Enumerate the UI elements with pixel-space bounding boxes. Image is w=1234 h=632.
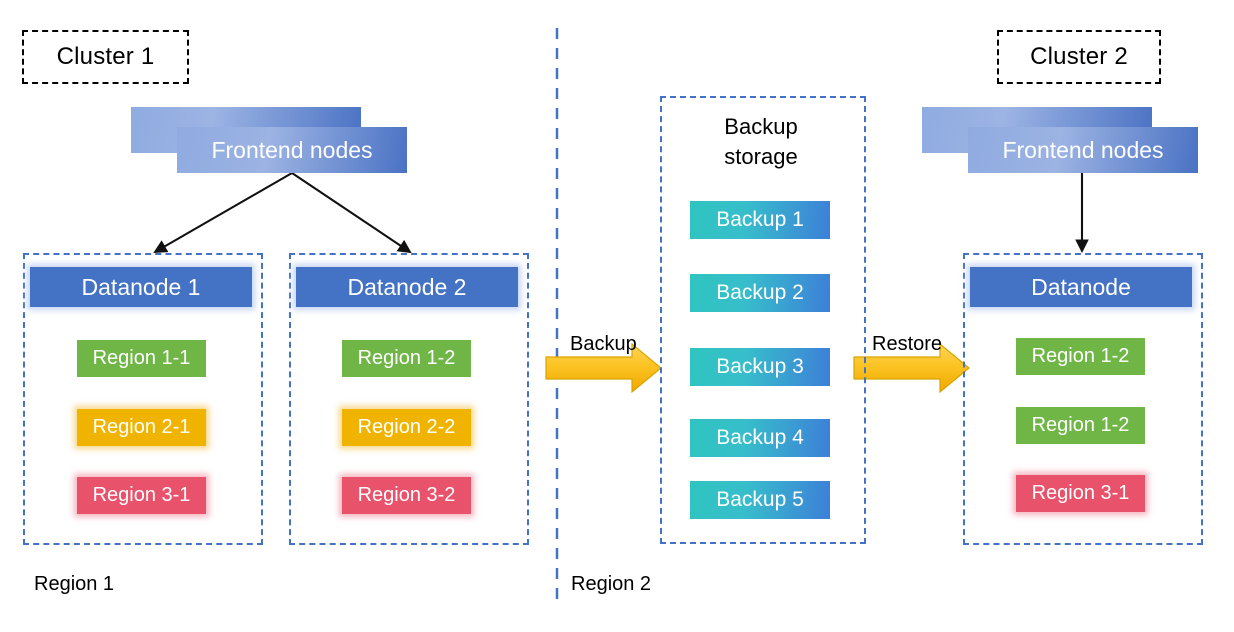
datanode-2-title: Datanode 2 [347,273,467,300]
region-chip-2-1[interactable]: Region 2-1 [77,409,206,446]
datanode-c2-title: Datanode [1031,273,1131,300]
restore-flow-text: Restore [872,333,943,355]
frontend-card-front: Frontend nodes [968,127,1198,173]
region-chip-c2-1[interactable]: Region 1-2 [1016,338,1145,375]
datanode-1-title: Datanode 1 [81,273,201,300]
datanode-2-container [289,253,529,545]
region-1-caption: Region 1 [34,573,114,596]
region-chip-label: Region 2-2 [357,416,456,438]
region-1-caption-text: Region 1 [34,573,115,595]
backup-chip-5[interactable]: Backup 5 [690,481,830,519]
region-2-caption: Region 2 [571,573,651,596]
backup-chip-label: Backup 5 [716,488,804,511]
backup-storage-title: Backup storage [660,112,862,172]
cluster-2-label: Cluster 2 [1030,43,1128,70]
frontend-card-front: Frontend nodes [177,127,407,173]
backup-chip-label: Backup 2 [716,281,804,304]
region-chip-label: Region 3-1 [1031,482,1130,504]
datanode-1-container [23,253,263,545]
backup-chip-3[interactable]: Backup 3 [690,348,830,386]
arrow-frontend-to-datanode2 [291,172,412,254]
cluster-2-tag: Cluster 2 [997,30,1161,84]
cluster-1-frontend-label: Frontend nodes [211,136,373,163]
cluster-2-frontend-label: Frontend nodes [1002,136,1164,163]
datanode-c2-container [963,253,1203,545]
backup-flow-label: Backup [570,333,637,356]
cluster-2-frontend-nodes[interactable]: Frontend nodes [922,107,1198,173]
backup-chip-4[interactable]: Backup 4 [690,419,830,457]
datanode-c2-header[interactable]: Datanode [970,267,1192,307]
backup-storage-title-line2: storage [724,144,798,169]
region-2-caption-text: Region 2 [571,573,652,595]
cluster-1-label: Cluster 1 [56,43,155,70]
backup-chip-label: Backup 4 [716,426,804,449]
backup-chip-1[interactable]: Backup 1 [690,201,830,239]
backup-chip-label: Backup 3 [716,355,804,378]
region-chip-2-2[interactable]: Region 2-2 [342,409,471,446]
restore-flow-label: Restore [872,333,942,356]
cluster-1-tag: Cluster 1 [22,30,189,84]
region-chip-label: Region 1-2 [1031,345,1130,367]
region-chip-label: Region 1-2 [1031,414,1130,436]
region-chip-1-2[interactable]: Region 1-2 [342,340,471,377]
region-chip-label: Region 1-1 [92,347,191,369]
backup-chip-label: Backup 1 [716,208,804,231]
cluster-1-frontend-nodes[interactable]: Frontend nodes [131,107,407,173]
datanode-1-header[interactable]: Datanode 1 [30,267,252,307]
datanode-2-header[interactable]: Datanode 2 [296,267,518,307]
region-chip-c2-3[interactable]: Region 3-1 [1016,475,1145,512]
region-chip-3-1[interactable]: Region 3-1 [77,477,206,514]
backup-flow-text: Backup [570,333,637,355]
backup-storage-title-line1: Backup [724,114,798,139]
arrow-frontend-to-datanode1 [153,172,293,254]
region-chip-label: Region 3-1 [92,484,191,506]
region-chip-1-1[interactable]: Region 1-1 [77,340,206,377]
backup-storage-container [660,96,866,544]
region-chip-label: Region 1-2 [357,347,456,369]
region-chip-c2-2[interactable]: Region 1-2 [1016,407,1145,444]
region-chip-label: Region 3-2 [357,484,456,506]
region-chip-label: Region 2-1 [92,416,191,438]
backup-chip-2[interactable]: Backup 2 [690,274,830,312]
region-chip-3-2[interactable]: Region 3-2 [342,477,471,514]
